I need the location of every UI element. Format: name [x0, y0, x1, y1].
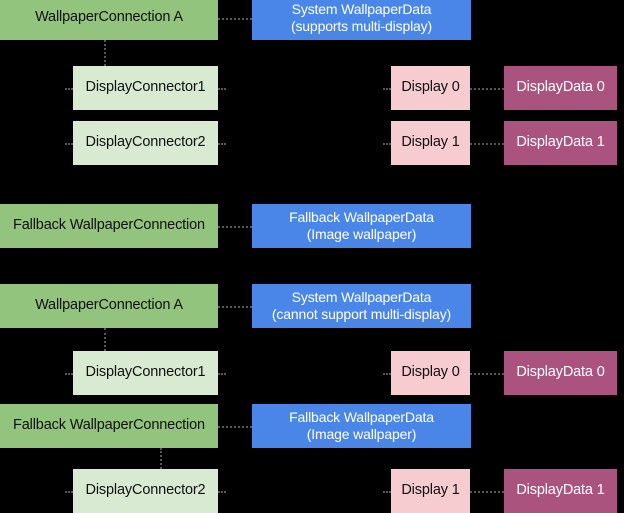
- node-fallback-wd-top: Fallback WallpaperData (Image wallpaper): [252, 204, 471, 248]
- connector-line: [218, 143, 226, 147]
- connector-line: [104, 328, 108, 351]
- connector-line: [383, 143, 391, 147]
- node-connector1-top: DisplayConnector1: [73, 66, 218, 110]
- node-sys-wd-nomulti: System WallpaperData (cannot support mul…: [252, 284, 471, 328]
- connector-line: [218, 491, 226, 495]
- node-conn-a-top: WallpaperConnection A: [0, 0, 218, 40]
- node-connector2-top: DisplayConnector2: [73, 121, 218, 165]
- connector-line: [218, 226, 252, 230]
- node-fallback-wd-bottom: Fallback WallpaperData (Image wallpaper): [252, 404, 471, 448]
- connector-line: [160, 448, 164, 469]
- node-displaydata1-top: DisplayData 1: [504, 121, 617, 165]
- connector-line: [218, 88, 226, 92]
- node-connector2-bottom: DisplayConnector2: [73, 469, 218, 513]
- connector-line: [218, 426, 252, 430]
- connector-line: [470, 491, 504, 495]
- connector-line: [218, 306, 252, 310]
- connector-line: [383, 88, 391, 92]
- node-display1-bottom: Display 1: [391, 469, 470, 513]
- connector-line: [65, 88, 73, 92]
- connector-line: [104, 40, 108, 66]
- node-displaydata0-bottom: DisplayData 0: [504, 351, 617, 395]
- connector-line: [383, 373, 391, 377]
- node-display0-top: Display 0: [391, 66, 470, 110]
- connector-line: [65, 491, 73, 495]
- connector-line: [470, 143, 504, 147]
- connector-line: [383, 491, 391, 495]
- node-sys-wd-multi: System WallpaperData (supports multi-dis…: [252, 0, 471, 40]
- connector-line: [65, 143, 73, 147]
- connector-line: [65, 373, 73, 377]
- node-display1-top: Display 1: [391, 121, 470, 165]
- node-displaydata1-bottom: DisplayData 1: [504, 469, 617, 513]
- node-fallback-conn-top: Fallback WallpaperConnection: [0, 204, 218, 248]
- node-connector1-bottom: DisplayConnector1: [73, 351, 218, 395]
- node-conn-a-bottom: WallpaperConnection A: [0, 284, 218, 328]
- node-fallback-conn-bottom: Fallback WallpaperConnection: [0, 404, 218, 448]
- node-displaydata0-top: DisplayData 0: [504, 66, 617, 110]
- connector-line: [218, 18, 252, 22]
- connector-line: [470, 88, 504, 92]
- connector-line: [470, 373, 504, 377]
- node-display0-bottom: Display 0: [391, 351, 470, 395]
- connector-line: [218, 373, 226, 377]
